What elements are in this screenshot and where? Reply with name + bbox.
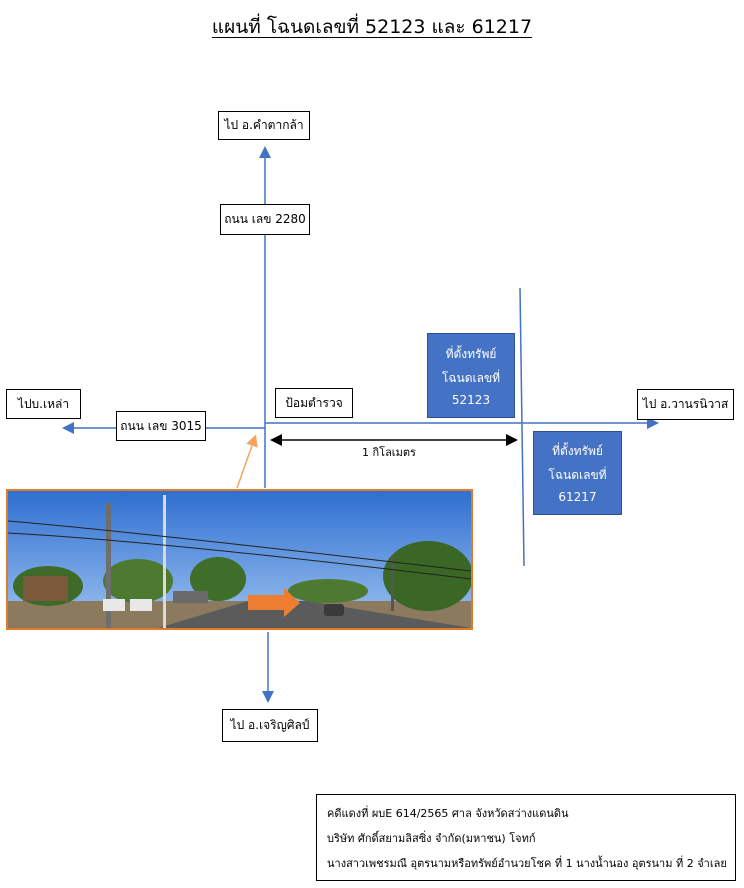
property-deed-caption: โฉนดเลขที่ — [548, 467, 607, 482]
case-number-line: คดีแดงที่ ผบE 614/2565 ศาล จังหวัดสว่างแ… — [327, 807, 569, 820]
defendant-line: นางสาวเพชรมณี อุตรนามหรือทรัพย์อำนวยโชค … — [327, 857, 727, 870]
south-destination-label: ไป อ.เจริญศิลป์ — [222, 709, 318, 742]
map-title: แผนที่ โฉนดเลขที่ 52123 และ 61217 — [211, 16, 533, 38]
north-destination-label: ไป อ.คำตากล้า — [218, 111, 310, 140]
property-marker-61217: ที่ตั้งทรัพย์ โฉนดเลขที่ 61217 — [533, 431, 622, 515]
plaintiff-line: บริษัท ศักดิ์สยามลิสซิ่ง จำกัด(มหาชน) โจ… — [327, 832, 536, 845]
distance-label: 1 กิโลเมตร — [362, 446, 416, 459]
road-2280-label: ถนน เลข 2280 — [220, 204, 310, 235]
photo-pointer-arrow — [236, 434, 258, 489]
west-destination-label: ไปบ.เหล่า — [6, 389, 81, 419]
property-deed-number: 52123 — [451, 392, 491, 407]
property-deed-caption: โฉนดเลขที่ — [441, 370, 501, 385]
property-title: ที่ตั้งทรัพย์ — [445, 346, 497, 361]
road-3015-label: ถนน เลข 3015 — [116, 411, 206, 441]
side-road — [519, 287, 525, 567]
east-destination-label: ไป อ.วานรนิวาส — [637, 389, 734, 420]
property-marker-52123: ที่ตั้งทรัพย์ โฉนดเลขที่ 52123 — [427, 333, 515, 418]
street-photo — [6, 489, 473, 630]
police-box-label: ป้อมตำรวจ — [275, 388, 353, 418]
property-title: ที่ตั้งทรัพย์ — [552, 444, 603, 459]
property-deed-number: 61217 — [558, 489, 597, 504]
case-info-box: คดีแดงที่ ผบE 614/2565 ศาล จังหวัดสว่างแ… — [316, 794, 736, 881]
